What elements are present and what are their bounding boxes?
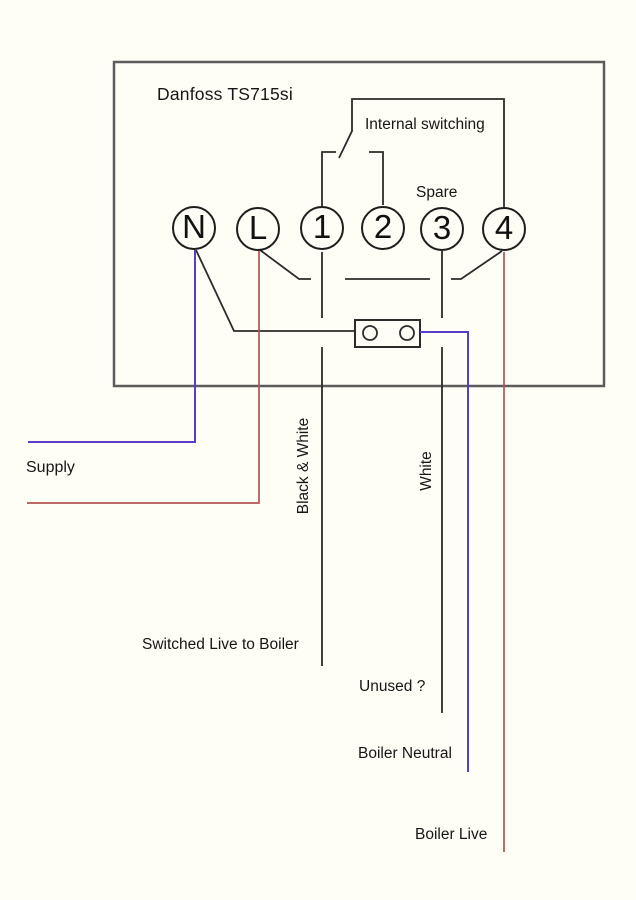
contact-arm-terminal-l [259,249,311,280]
connector-block-screw-left [362,325,378,341]
terminal-1: 1 [300,206,344,250]
wire-n-to-connector-block [195,249,355,332]
boiler-neutral-label: Boiler Neutral [358,745,452,762]
unused-label: Unused ? [359,678,426,695]
switch-blade-and-link-to-terminal4 [338,98,505,208]
supply-label: Supply [26,459,75,476]
terminal-1-label: 1 [312,208,332,245]
device-title: Danfoss TS715si [157,84,293,104]
white-wire-label: White [418,451,436,491]
switched-live-label: Switched Live to Boiler [142,636,299,653]
terminal-n-label: N [182,208,206,245]
wire-supply-live [27,251,260,504]
terminal-4: 4 [482,207,526,251]
switch-contact-terminal1 [321,151,336,206]
contact-arm-terminal4 [451,250,503,280]
wire-boiler-neutral [420,331,469,772]
black-and-white-wire-label: Black & White [295,417,313,515]
terminal-3: 3 [420,207,464,251]
internal-switching-label: Internal switching [365,116,485,133]
terminal-l-label: L [248,209,268,246]
terminal-3-label: 3 [432,209,452,246]
terminal-l: L [236,207,280,251]
boiler-live-label: Boiler Live [415,826,488,843]
spare-label: Spare [416,184,458,201]
terminal-n: N [172,206,216,250]
wire-supply-neutral [28,250,196,443]
switch-contact-terminal2 [369,151,384,205]
terminal-2-label: 2 [373,208,393,245]
connector-block-screw-right [399,325,415,341]
connector-block [354,319,421,348]
terminal-4-label: 4 [494,209,514,246]
device-enclosure-box [112,60,606,388]
terminal-2: 2 [361,206,405,250]
